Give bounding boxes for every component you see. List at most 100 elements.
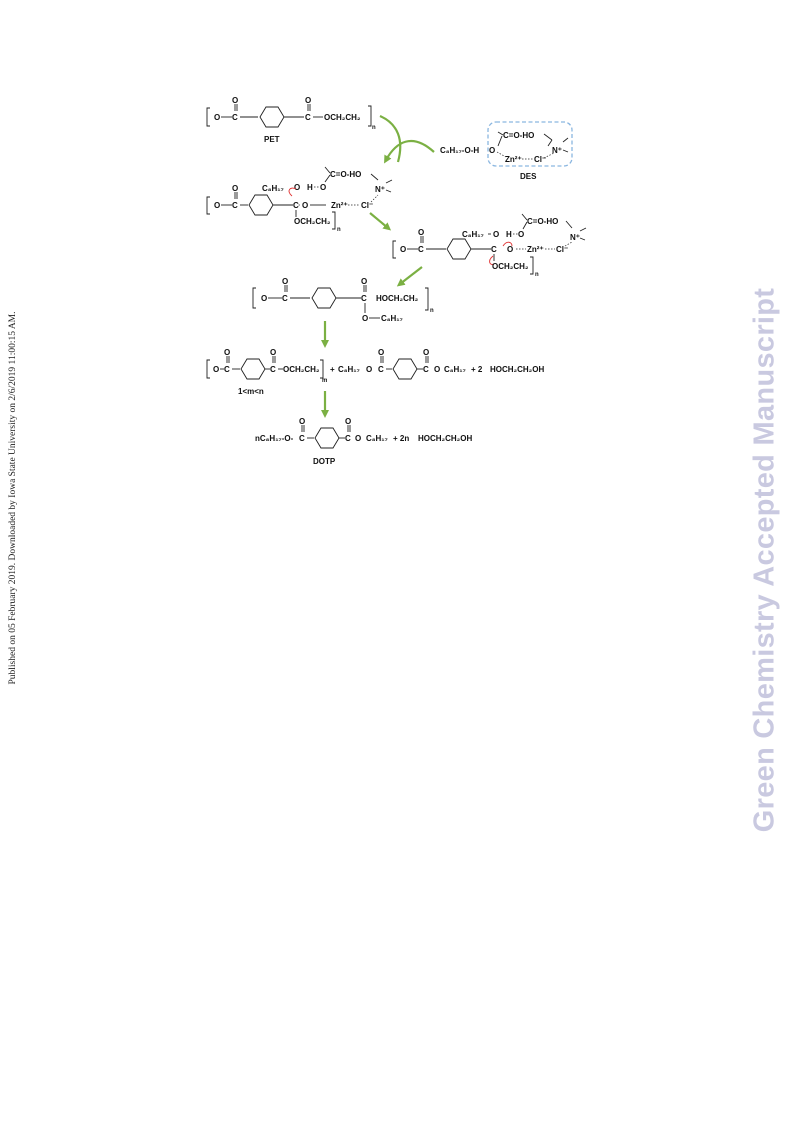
- arrow-step-2: [369, 212, 392, 231]
- atom-o: O: [299, 417, 305, 426]
- pet-label: PET: [264, 135, 280, 144]
- atom-o: O: [493, 230, 499, 239]
- atom-c: C: [232, 113, 238, 122]
- atom-o: O: [294, 183, 300, 192]
- atom-o: O: [270, 348, 276, 357]
- atom-h: H: [506, 230, 512, 239]
- des-box: [487, 121, 573, 167]
- atom-o: O: [378, 348, 384, 357]
- zinc-ion: Zn²⁺: [331, 201, 348, 210]
- repeat-n: n: [337, 227, 341, 233]
- arrow-step-3: [396, 266, 423, 287]
- intermediate-2: O C O C C₈H₁₇ O H O C=O-HO N⁺ O Zn²⁺ Cl⁻…: [392, 213, 587, 278]
- octanol: C₈H₁₇-O-H: [440, 146, 479, 155]
- atom-c: C: [299, 434, 305, 443]
- dotp-label: DOTP: [313, 457, 336, 466]
- atom-o: O: [366, 365, 372, 374]
- carbonyl-ho: C=O-HO: [503, 131, 534, 140]
- atom-o: O: [282, 277, 288, 286]
- atom-o: O: [224, 348, 230, 357]
- atom-c: C: [232, 201, 238, 210]
- arrow-pet-in: [379, 114, 402, 163]
- des-label: DES: [520, 172, 537, 181]
- atom-o: O: [345, 417, 351, 426]
- c8h17: C₈H₁₇: [381, 314, 403, 323]
- zinc-ion: Zn²⁺: [505, 155, 522, 164]
- range-label: 1<m<n: [238, 387, 264, 396]
- carbonyl-ho: C=O-HO: [527, 217, 558, 226]
- chloride: Cl⁻: [361, 201, 373, 210]
- atom-o: O: [418, 228, 424, 237]
- intermediate-1: O C O C C₈H₁₇ O H O C=O-HO N⁺ O Zn²⁺ Cl⁻…: [206, 166, 393, 233]
- zinc-ion: Zn²⁺: [527, 245, 544, 254]
- arrow-des-in: [384, 140, 435, 164]
- c8h17: C₈H₁₇: [262, 184, 284, 193]
- atom-o: O: [361, 277, 367, 286]
- atom-c: C: [282, 294, 288, 303]
- electron-arrow: [288, 187, 297, 197]
- och2ch2-group: OCH₂CH₂: [324, 113, 361, 122]
- coefficient-2: + 2: [471, 365, 483, 374]
- atom-o: O: [320, 183, 326, 192]
- pet-structure: O C O C O OCH₂CH₂ n PET: [206, 96, 376, 144]
- chloride: Cl⁻: [556, 245, 568, 254]
- atom-c: C: [378, 365, 384, 374]
- atom-o: O: [355, 434, 361, 443]
- n-c8h17-o: nC₈H₁₇-O-: [255, 434, 294, 443]
- c8h17: C₈H₁₇: [462, 230, 484, 239]
- atom-o: O: [261, 294, 267, 303]
- atom-o: O: [214, 201, 220, 210]
- och2ch2-group: OCH₂CH₂: [294, 217, 331, 226]
- carbonyl-ho: C=O-HO: [330, 170, 361, 179]
- bracket-left: [206, 107, 210, 127]
- c8h17: C₈H₁₇: [366, 434, 388, 443]
- atom-c: C: [345, 434, 351, 443]
- atom-o: O: [232, 184, 238, 193]
- repeat-n: n: [372, 125, 376, 131]
- atom-c: C: [423, 365, 429, 374]
- atom-o: O: [214, 113, 220, 122]
- bracket-right: [368, 105, 372, 127]
- repeat-m: m: [322, 378, 327, 384]
- atom-o: O: [507, 245, 513, 254]
- ethylene-glycol: HOCH₂CH₂OH: [418, 434, 472, 443]
- electron-arrow: [502, 241, 513, 247]
- c8h17: C₈H₁₇: [338, 365, 360, 374]
- oligomer-mixture: O C O C O OCH₂CH₂ m + C₈H₁₇ O C O C O O …: [206, 348, 544, 396]
- ethylene-glycol: HOCH₂CH₂OH: [490, 365, 544, 374]
- ammonium: N⁺: [552, 146, 562, 155]
- atom-c: C: [361, 294, 367, 303]
- atom-o: O: [489, 146, 495, 155]
- atom-c: C: [224, 365, 230, 374]
- hoch2ch2-group: HOCH₂CH₂: [376, 294, 419, 303]
- electron-arrow: [489, 255, 495, 265]
- atom-o: O: [434, 365, 440, 374]
- atom-o: O: [423, 348, 429, 357]
- atom-c: C: [305, 113, 311, 122]
- atom-c: C: [418, 245, 424, 254]
- atom-o: O: [362, 314, 368, 323]
- och2ch2-group: OCH₂CH₂: [492, 262, 529, 271]
- des-structure: C₈H₁₇-O-H O C=O-HO N⁺ Zn²⁺ Cl⁻ DES: [440, 121, 573, 181]
- coefficient-2n: + 2n: [393, 434, 409, 443]
- atom-o: O: [232, 96, 238, 105]
- repeat-n: n: [535, 272, 539, 278]
- repeat-n: n: [430, 308, 434, 314]
- atom-o: O: [400, 245, 406, 254]
- intermediate-3: O C O C O HOCH₂CH₂ n O C₈H₁₇: [252, 277, 434, 323]
- chloride: Cl⁻: [534, 155, 546, 164]
- benzene-ring: [259, 106, 285, 128]
- atom-c: C: [270, 365, 276, 374]
- dotp-product: nC₈H₁₇-O- C O C O O C₈H₁₇ + 2n HOCH₂CH₂O…: [255, 417, 472, 466]
- c8h17: C₈H₁₇: [444, 365, 466, 374]
- ammonium: N⁺: [570, 233, 580, 242]
- atom-o: O: [518, 230, 524, 239]
- ammonium: N⁺: [375, 185, 385, 194]
- atom-o: O: [302, 201, 308, 210]
- och2ch2-group: OCH₂CH₂: [283, 365, 320, 374]
- plus-sign: +: [330, 365, 335, 374]
- atom-c: C: [293, 201, 299, 210]
- atom-h: H: [307, 183, 313, 192]
- atom-c: C: [491, 245, 497, 254]
